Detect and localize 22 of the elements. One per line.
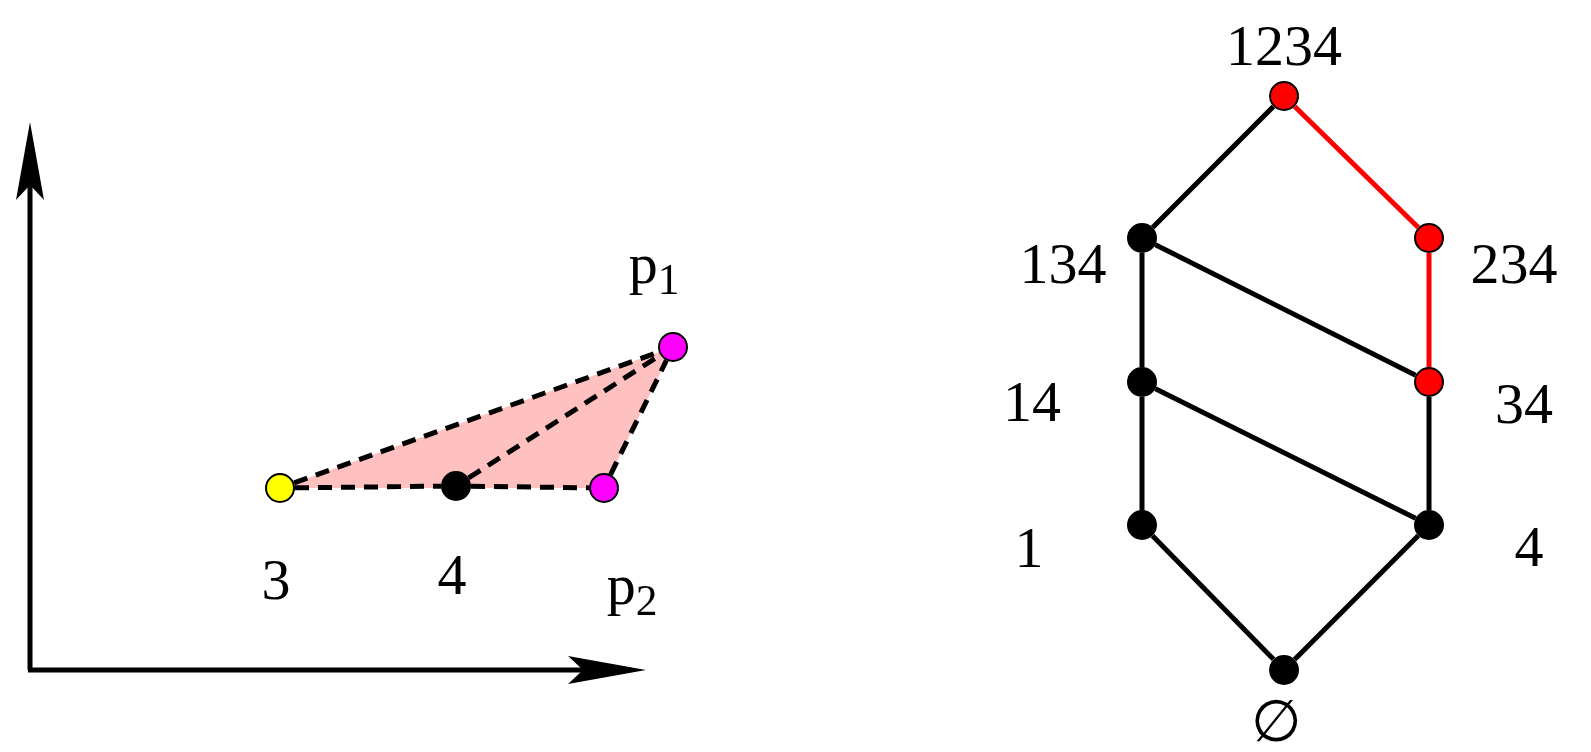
point-label: p$_{1}$ — [628, 235, 680, 293]
point-label: 4 — [1514, 518, 1544, 576]
dashed-line — [294, 483, 442, 491]
edge-line — [1150, 104, 1276, 230]
edge-line — [1426, 397, 1432, 510]
edge-line — [1426, 253, 1432, 367]
edge-line — [1150, 533, 1276, 662]
edge-line — [1292, 104, 1421, 230]
point-label: 34 — [1495, 375, 1553, 433]
edge-line — [1292, 533, 1421, 662]
dashed-line — [470, 483, 590, 491]
point-label: 3 — [261, 551, 291, 609]
point-label: p$_{2}$ — [606, 556, 658, 614]
point-label: 234 — [1470, 235, 1558, 293]
point-label: 1234 — [1226, 17, 1342, 75]
point-label: 14 — [1003, 373, 1061, 431]
edge-line — [1139, 397, 1145, 510]
point-label: ∅ — [1250, 693, 1302, 751]
edge-line — [1139, 253, 1145, 367]
point-label: 1 — [1014, 519, 1044, 577]
point-label: 4 — [437, 546, 467, 604]
point-label: 134 — [1019, 235, 1107, 293]
